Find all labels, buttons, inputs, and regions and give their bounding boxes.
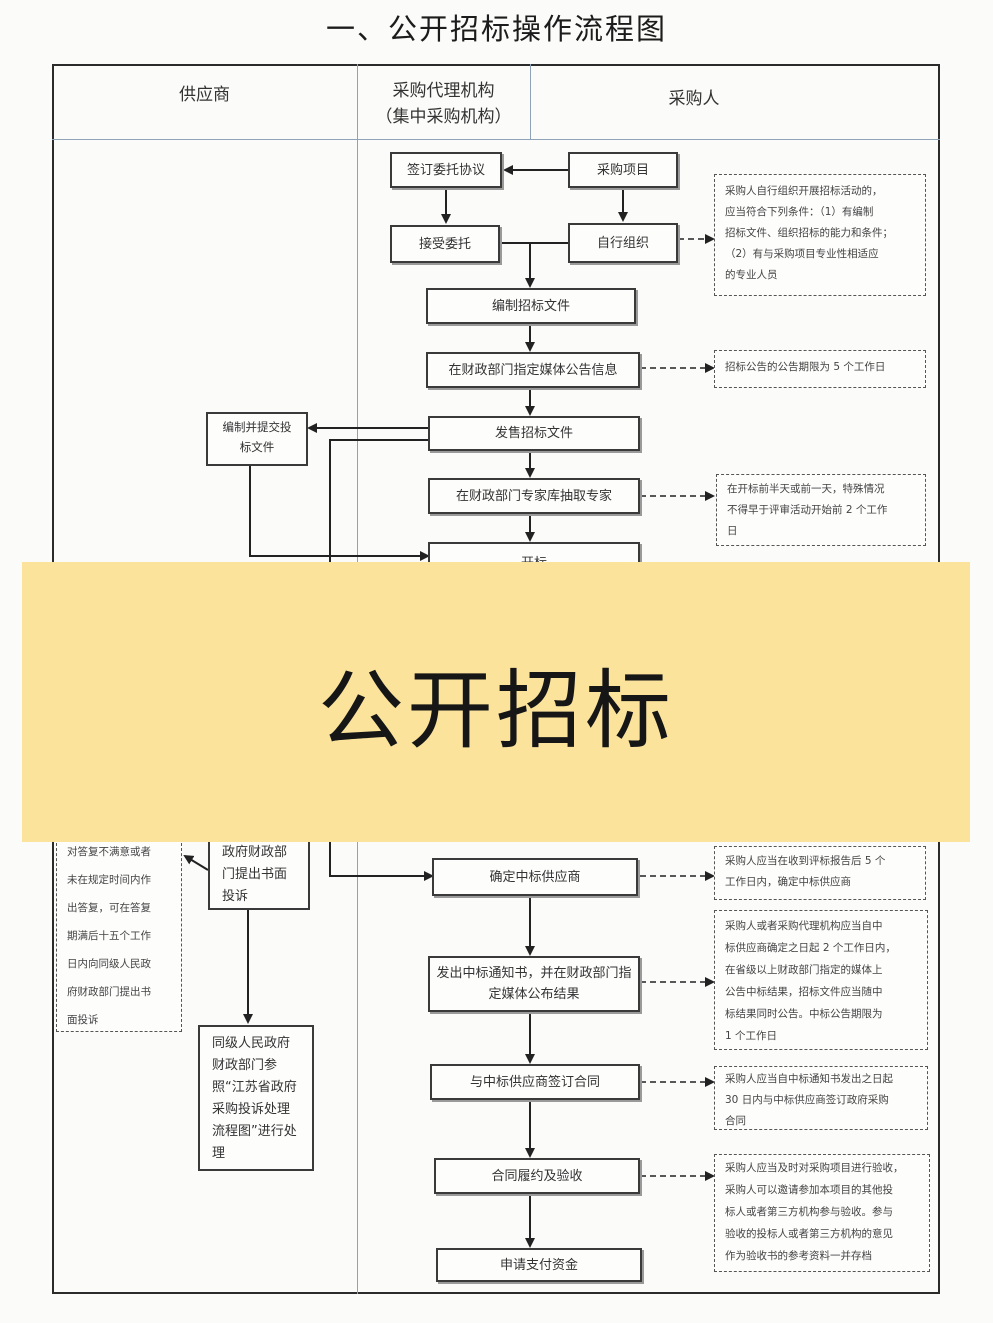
box-draw-experts: 在财政部门专家库抽取专家 — [428, 478, 640, 514]
note-supplier-reply: 对答复不满意或者 未在规定时间内作 出答复，可在答复 期满后十五个工作 日内向同… — [56, 838, 182, 1032]
note-self-organize-conditions: 采购人自行组织开展招标活动的， 应当符合下列条件：（1）有编制 招标文件、组织招… — [714, 174, 926, 296]
box-apply-payment: 申请支付资金 — [436, 1248, 642, 1282]
lane-header-supplier: 供应商 — [179, 85, 230, 105]
lane-header-agency-line1: 采购代理机构 — [392, 81, 495, 101]
box-purchase-project: 采购项目 — [568, 152, 678, 188]
lane-header-agency-line2: （集中采购机构） — [375, 107, 512, 127]
box-sell-tender-docs: 发售招标文件 — [428, 416, 640, 451]
box-complaint: 政府财政部门提出书面投诉 — [208, 842, 310, 910]
title-banner: 公开招标 — [22, 562, 970, 842]
banner-text: 公开招标 — [318, 660, 674, 761]
lane-divider-agency — [530, 64, 531, 139]
box-complaint-handling: 同级人民政府财政部门参照“江苏省政府采购投诉处理流程图”进行处理 — [198, 1025, 314, 1171]
box-performance-acceptance: 合同履约及验收 — [434, 1158, 640, 1194]
box-prepare-submit-bid: 编制并提交投标文件 — [206, 412, 308, 466]
note-announcement-period: 招标公告的公告期限为 5 个工作日 — [714, 350, 926, 388]
lane-header-purchaser: 采购人 — [668, 89, 720, 109]
note-contract-timing: 采购人应当自中标通知书发出之日起 30 日内与中标供应商签订政府采购 合同 — [714, 1066, 928, 1130]
lane-header-agency: 采购代理机构 （集中采购机构） — [357, 78, 530, 130]
box-prepare-tender-docs: 编制招标文件 — [426, 288, 636, 324]
lane-header-divider — [52, 139, 940, 140]
box-publish-announcement: 在财政部门指定媒体公告信息 — [426, 352, 640, 388]
box-sign-agreement: 签订委托协议 — [390, 152, 502, 188]
note-result-publication: 采购人或者采购代理机构应当自中 标供应商确定之日起 2 个工作日内， 在省级以上… — [714, 910, 928, 1050]
note-acceptance: 采购人应当及时对采购项目进行验收， 采购人可以邀请参加本项目的其他投 标人或者第… — [714, 1154, 930, 1272]
box-self-organize: 自行组织 — [568, 223, 678, 263]
note-winner-timing: 采购人应当在收到评标报告后 5 个 工作日内，确定中标供应商 — [714, 846, 926, 900]
box-accept-commission: 接受委托 — [390, 225, 500, 263]
page-title: 一、公开招标操作流程图 — [325, 12, 667, 46]
note-expert-timing: 在开标前半天或前一天，特殊情况 不得早于评审活动开始前 2 个工作 日 — [716, 474, 926, 546]
box-determine-winner: 确定中标供应商 — [432, 858, 638, 896]
box-issue-notice: 发出中标通知书，并在财政部门指定媒体公布结果 — [428, 956, 640, 1012]
box-sign-contract: 与中标供应商签订合同 — [430, 1064, 640, 1100]
